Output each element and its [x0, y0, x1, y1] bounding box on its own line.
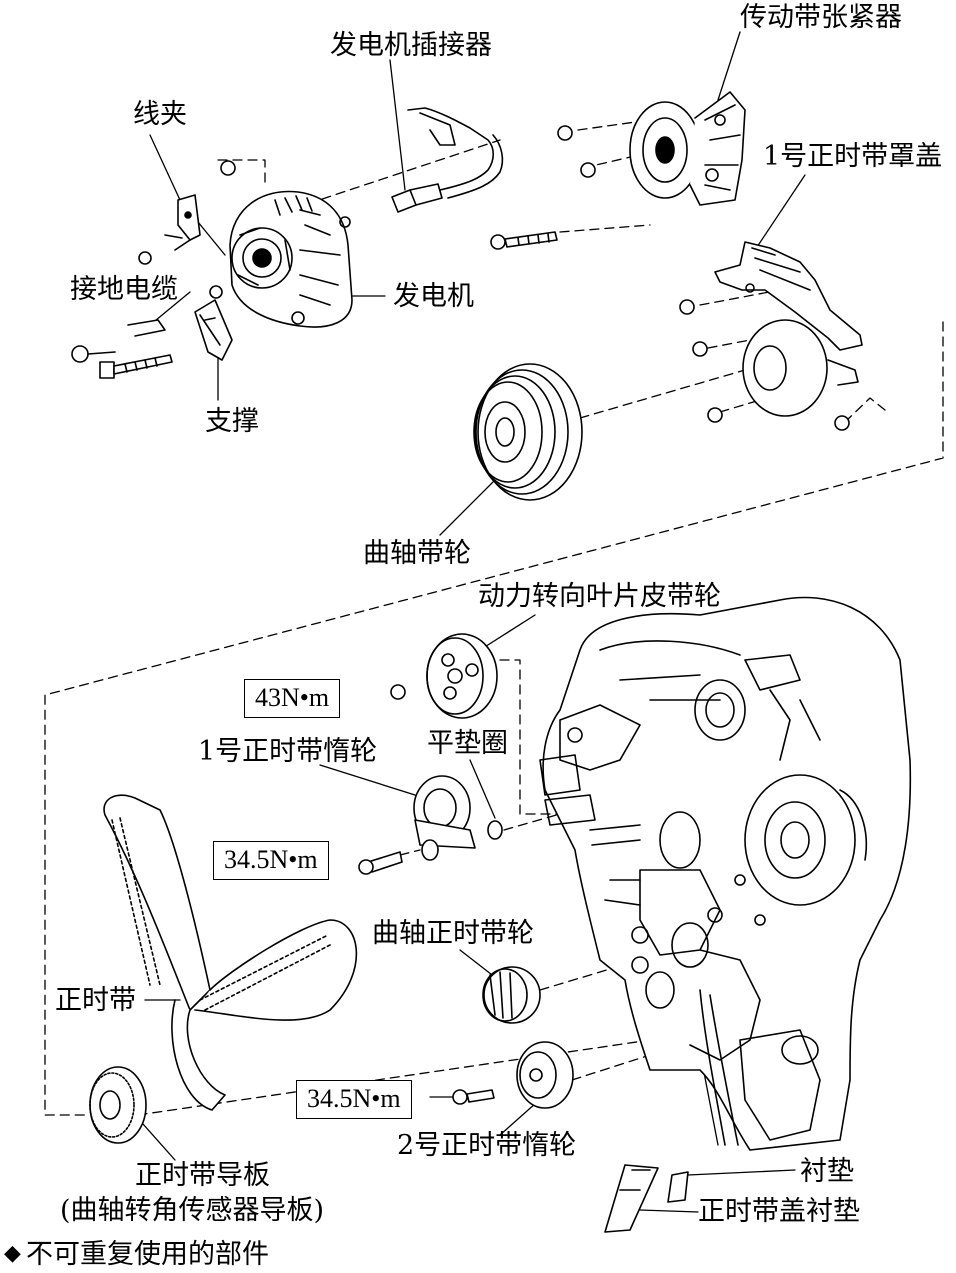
gasket-drawing — [604, 1164, 689, 1233]
label-crankshaft-pulley: 曲轴带轮 — [363, 538, 471, 569]
label-ps-pulley: 动力转向叶片皮带轮 — [478, 581, 721, 612]
torque-idler-1-bolt: 34.5N•m — [213, 841, 329, 880]
label-alternator: 发电机 — [393, 281, 474, 312]
torque-idler-2-bolt: 34.5N•m — [296, 1080, 412, 1119]
label-idler-2: 2号正时带惰轮 — [397, 1130, 577, 1161]
crank-timing-pulley-drawing — [482, 966, 541, 1024]
label-cover-gasket: 正时带盖衬垫 — [698, 1196, 860, 1227]
timing-cover-drawing — [679, 241, 863, 431]
alternator-drawing — [71, 107, 504, 379]
label-belt-guide: 正时带导板 — [135, 1160, 270, 1191]
label-timing-cover-1: 1号正时带罩盖 — [763, 141, 943, 172]
label-crank-timing-pulley: 曲轴正时带轮 — [372, 918, 534, 949]
label-belt-guide-sub: (曲轴转角传感器导板) — [60, 1195, 325, 1226]
label-alternator-connector: 发电机插接器 — [330, 30, 492, 61]
timing-belt-drawing — [103, 794, 358, 1111]
leader-lines — [134, 31, 806, 1213]
legend-text: 不可重复使用的部件 — [26, 1239, 269, 1270]
label-gasket: 衬垫 — [800, 1156, 854, 1187]
label-washer: 平垫圈 — [427, 728, 508, 759]
label-bracket: 支撑 — [205, 406, 259, 437]
engine-block-drawing — [539, 596, 912, 1151]
crankshaft-pulley-drawing — [473, 363, 583, 501]
belt-guide-drawing — [89, 1066, 147, 1144]
legend-symbol: ◆ — [4, 1241, 21, 1266]
label-idler-1: 1号正时带惰轮 — [198, 736, 378, 767]
torque-ps-nut: 43N•m — [244, 679, 341, 718]
label-ground-cable: 接地电缆 — [70, 274, 178, 305]
label-clamp: 线夹 — [133, 99, 187, 130]
label-timing-belt: 正时带 — [55, 985, 136, 1016]
label-tensioner: 传动带张紧器 — [740, 2, 902, 33]
idler-1-drawing — [358, 775, 503, 875]
ps-pulley-drawing — [390, 633, 498, 719]
idler-2-drawing — [452, 1041, 574, 1109]
tensioner-drawing — [490, 91, 746, 250]
